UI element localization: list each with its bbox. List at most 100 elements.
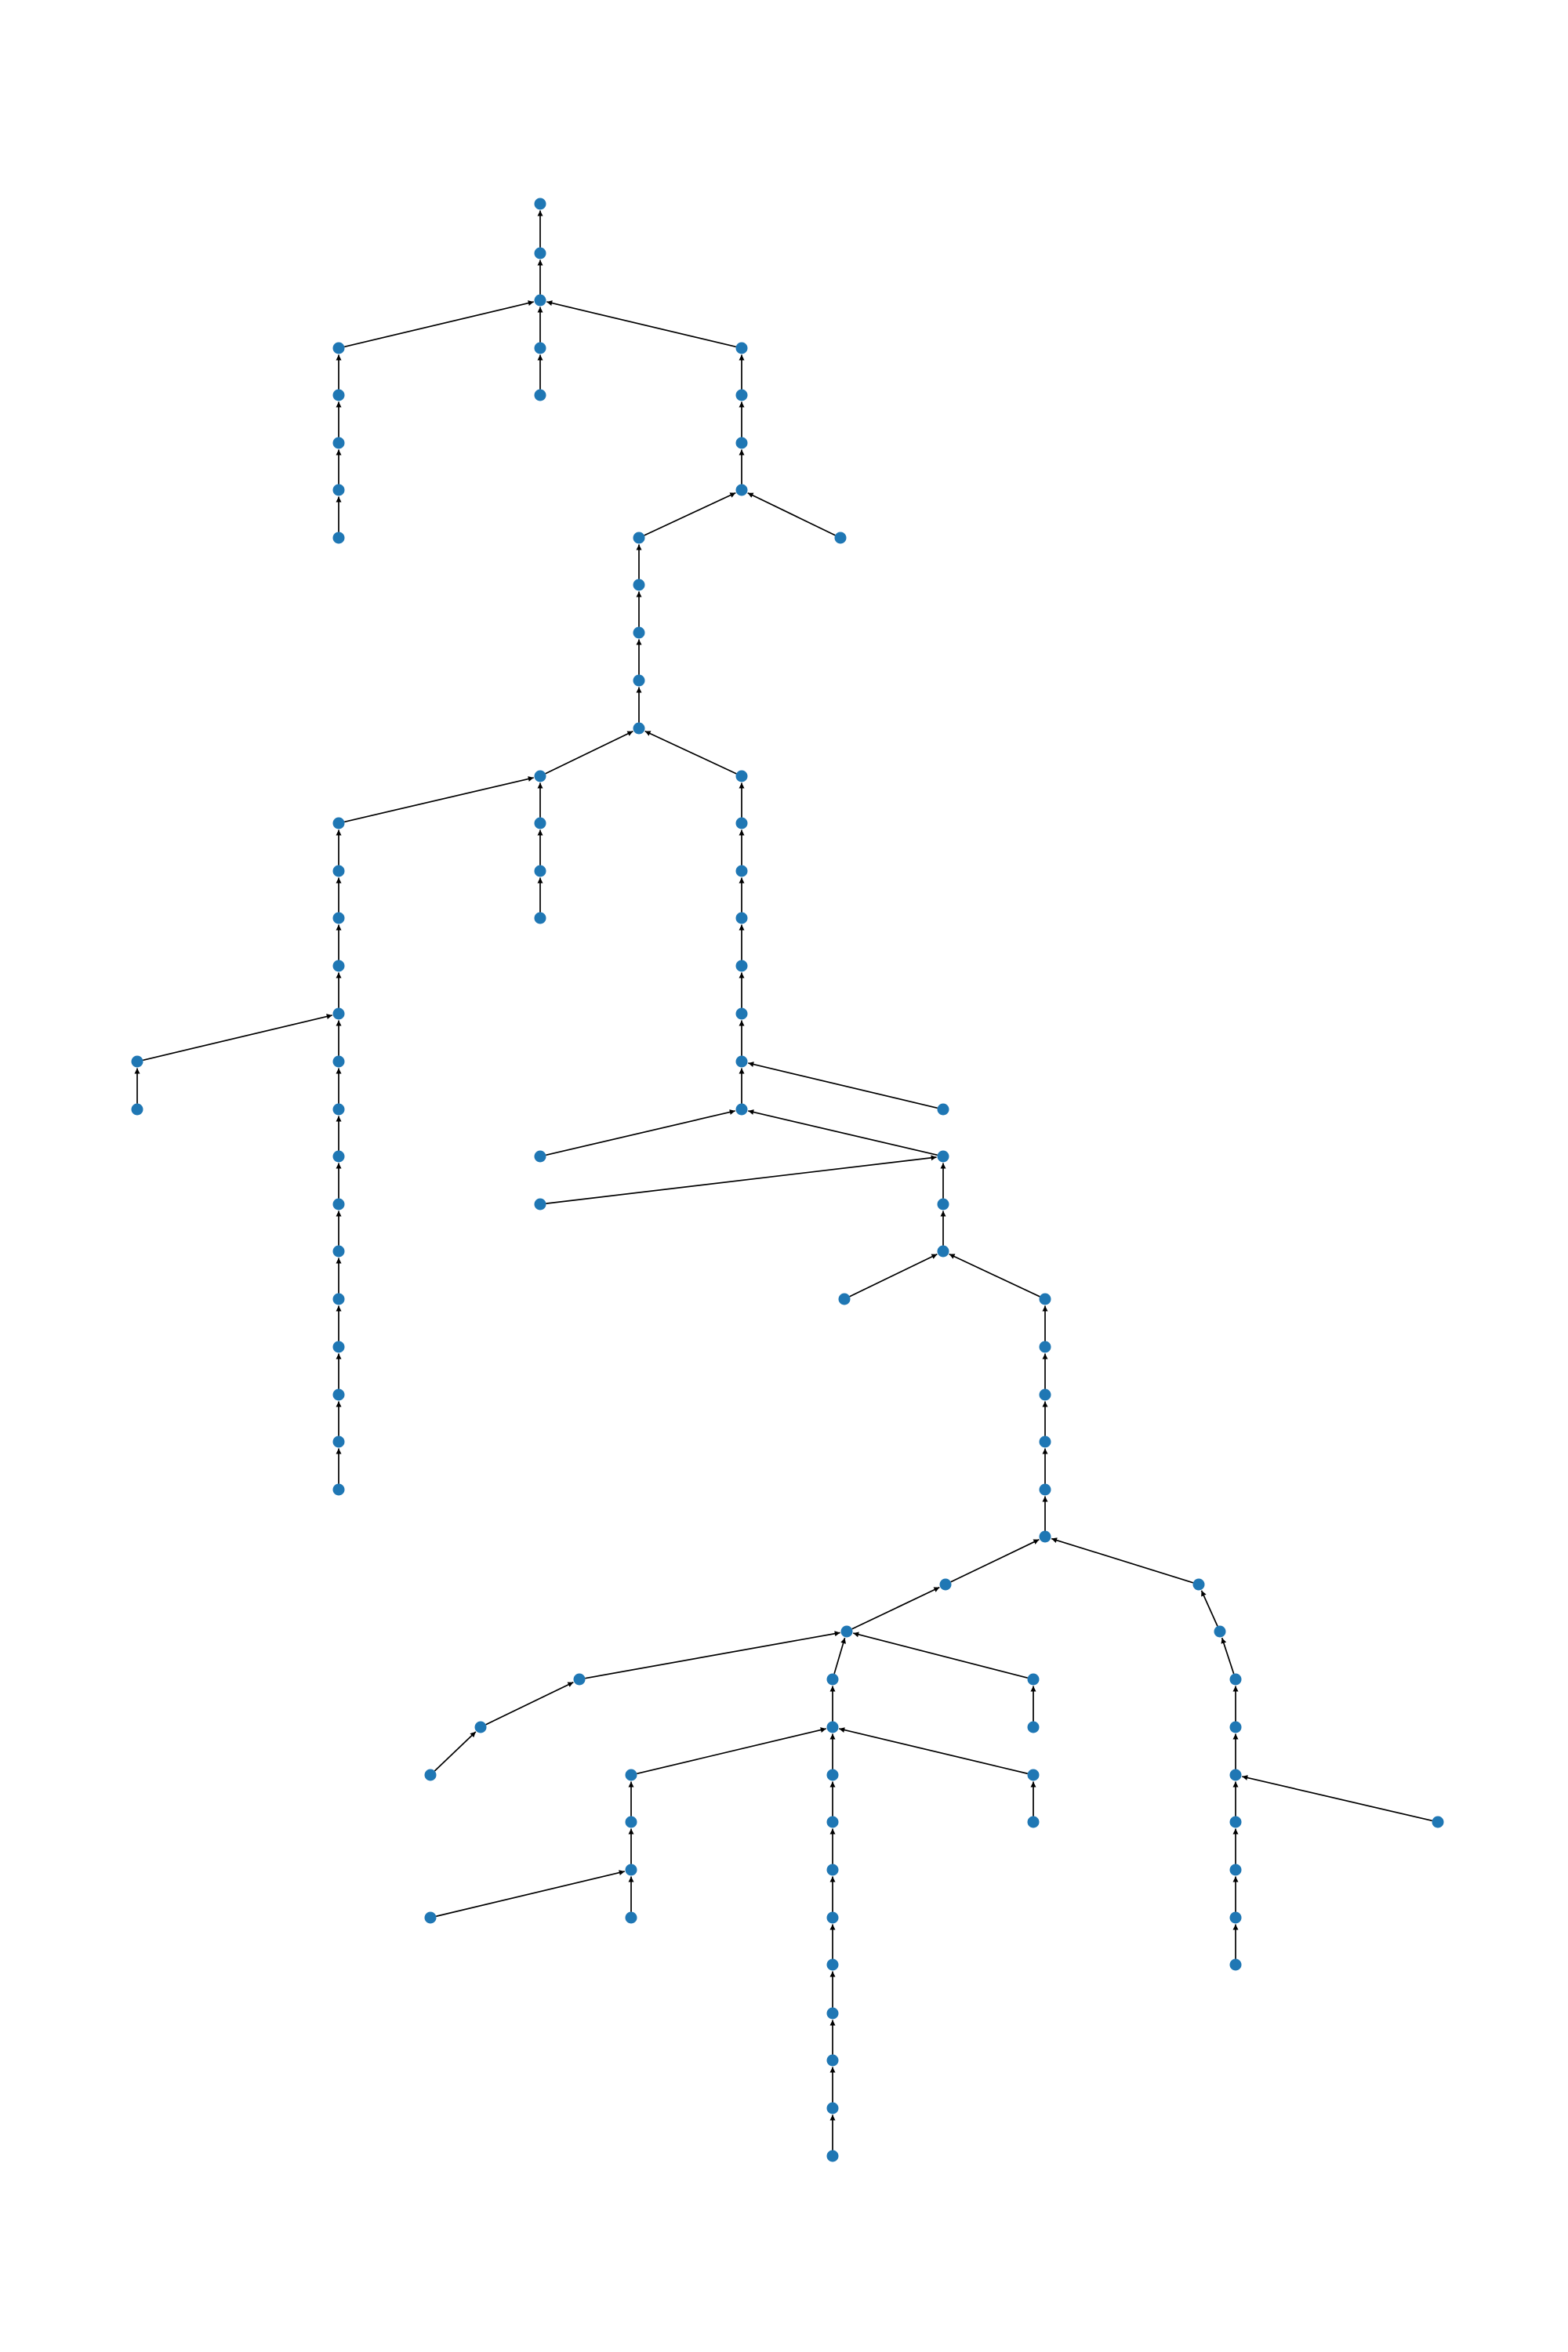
node-n75 <box>826 1864 839 1876</box>
edge-n3-to-n2 <box>344 300 534 348</box>
node-n39 <box>534 817 546 829</box>
node-n77 <box>826 1958 839 1971</box>
node-n76 <box>826 1911 839 1924</box>
edge-n20-to-n19 <box>545 730 633 775</box>
node-n35 <box>332 1436 345 1448</box>
node-n60 <box>1039 1483 1051 1496</box>
node-n89 <box>1027 1721 1040 1733</box>
node-n66 <box>826 1673 839 1686</box>
node-n5 <box>332 437 345 449</box>
node-n7 <box>332 532 345 544</box>
node-n97 <box>1229 1911 1242 1924</box>
node-n95 <box>1229 1816 1242 1828</box>
node-n53 <box>937 1198 949 1210</box>
node-n52 <box>534 1198 546 1210</box>
nodes-layer <box>131 198 1444 2162</box>
node-n10 <box>735 342 748 354</box>
node-n90 <box>1214 1625 1226 1638</box>
edge-n87-to-n72 <box>839 1727 1028 1775</box>
node-n36 <box>332 1483 345 1496</box>
edge-n90-to-n63 <box>1200 1590 1218 1627</box>
node-n28 <box>332 1103 345 1116</box>
node-n24 <box>332 912 345 924</box>
node-n73 <box>826 1769 839 1781</box>
node-n38 <box>131 1103 143 1116</box>
edge-n62-to-n61 <box>950 1538 1040 1583</box>
node-n45 <box>735 960 748 972</box>
edge-n22-to-n20 <box>344 776 534 823</box>
edge-n15-to-n13 <box>747 492 836 536</box>
node-n62 <box>939 1578 952 1591</box>
node-n67 <box>1027 1673 1040 1686</box>
node-n12 <box>735 437 748 449</box>
node-n3 <box>332 342 345 354</box>
node-n37 <box>131 1055 143 1068</box>
node-n63 <box>1192 1578 1205 1591</box>
node-n23 <box>332 865 345 877</box>
node-n29 <box>332 1150 345 1163</box>
node-n83 <box>625 1816 637 1828</box>
node-n16 <box>633 579 645 591</box>
node-n33 <box>332 1341 345 1353</box>
edge-n64-to-n62 <box>851 1586 940 1630</box>
node-n81 <box>826 2150 839 2162</box>
node-n94 <box>1229 1769 1242 1781</box>
node-n32 <box>332 1293 345 1305</box>
node-n15 <box>834 532 847 544</box>
node-n56 <box>1039 1293 1051 1305</box>
edge-n99-to-n94 <box>1242 1775 1432 1822</box>
node-n80 <box>826 2102 839 2114</box>
node-n54 <box>937 1245 949 1258</box>
node-n98 <box>1229 1958 1242 1971</box>
node-n34 <box>332 1388 345 1401</box>
node-n44 <box>735 912 748 924</box>
node-n69 <box>474 1721 487 1733</box>
node-n17 <box>633 626 645 639</box>
node-n13 <box>735 484 748 496</box>
edge-n67-to-n64 <box>853 1632 1028 1679</box>
node-n8 <box>534 342 546 354</box>
node-n55 <box>838 1293 851 1305</box>
node-n27 <box>332 1055 345 1068</box>
node-n30 <box>332 1198 345 1210</box>
edge-n21-to-n19 <box>644 730 737 775</box>
node-n59 <box>1039 1436 1051 1448</box>
node-n85 <box>424 1911 437 1924</box>
node-n84 <box>625 1864 637 1876</box>
node-n1 <box>534 247 546 260</box>
node-n42 <box>735 817 748 829</box>
edge-n55-to-n54 <box>849 1253 938 1298</box>
edge-n56-to-n54 <box>949 1253 1040 1298</box>
node-n88 <box>1027 1816 1040 1828</box>
node-n25 <box>332 960 345 972</box>
edge-n82-to-n72 <box>637 1727 826 1775</box>
node-n40 <box>534 865 546 877</box>
node-n11 <box>735 389 748 401</box>
node-n82 <box>625 1769 637 1781</box>
node-n74 <box>826 1816 839 1828</box>
node-n51 <box>937 1103 949 1116</box>
node-n31 <box>332 1245 345 1258</box>
edge-n69-to-n68 <box>485 1681 574 1726</box>
node-n2 <box>534 294 546 307</box>
node-n57 <box>1039 1341 1051 1353</box>
node-n61 <box>1039 1530 1051 1543</box>
edge-n49-to-n48 <box>546 1109 735 1156</box>
node-n19 <box>633 722 645 735</box>
edges-layer <box>134 210 1432 2151</box>
edge-n70-to-n69 <box>434 1731 477 1772</box>
edge-n37-to-n26 <box>143 1014 332 1062</box>
node-n20 <box>534 770 546 782</box>
node-n50 <box>937 1150 949 1163</box>
edge-n10-to-n2 <box>546 300 736 348</box>
node-n64 <box>840 1625 853 1638</box>
node-n43 <box>735 865 748 877</box>
edge-n85-to-n84 <box>436 1870 625 1918</box>
edge-n65-to-n64 <box>585 1631 840 1679</box>
node-n0 <box>534 198 546 210</box>
node-n14 <box>633 532 645 544</box>
node-n93 <box>1229 1721 1242 1733</box>
node-n87 <box>1027 1769 1040 1781</box>
node-n92 <box>1229 1673 1242 1686</box>
